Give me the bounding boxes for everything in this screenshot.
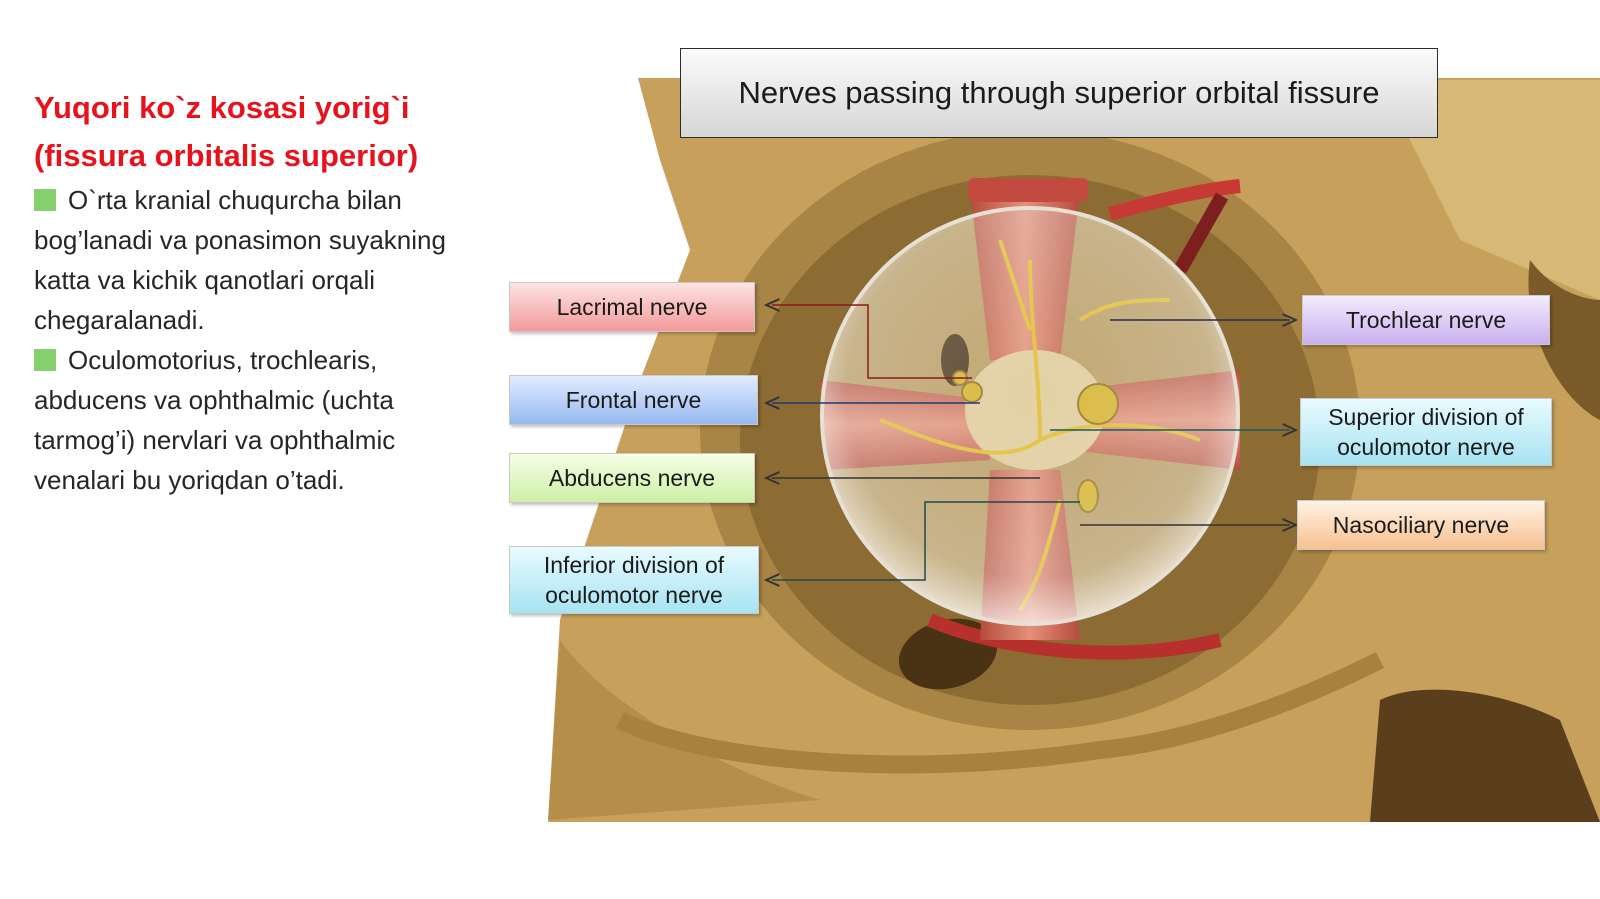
heading-line-2: (fissura orbitalis superior) xyxy=(34,138,419,173)
superior-line-1: Superior division of xyxy=(1328,404,1524,430)
leader-lines xyxy=(772,305,1290,580)
label-lacrimal-nerve: Lacrimal nerve xyxy=(509,282,755,332)
upper-vessel xyxy=(1108,179,1241,221)
text-panel: Yuqori ko`z kosasi yorig`i (fissura orbi… xyxy=(34,84,484,500)
bullet-paragraph-1: O`rta kranial chuqurcha bilan bog’lanadi… xyxy=(34,180,484,340)
label-abducens-nerve: Abducens nerve xyxy=(509,453,755,503)
inferior-line-2: oculomotor nerve xyxy=(545,582,723,608)
lacrimal-leader xyxy=(772,305,972,379)
superior-line-2: oculomotor nerve xyxy=(1337,434,1515,460)
label-frontal-nerve: Frontal nerve xyxy=(509,375,758,425)
lens-overlay xyxy=(820,206,1240,626)
bullet-paragraph-2: Oculomotorius, trochlearis, abducens va … xyxy=(34,340,484,500)
bullet-text-2: Oculomotorius, trochlearis, abducens va … xyxy=(34,345,396,495)
inferior-line-1: Inferior division of xyxy=(543,552,725,578)
label-inferior-division: Inferior division of oculomotor nerve xyxy=(509,546,759,614)
label-superior-division: Superior division of oculomotor nerve xyxy=(1300,398,1552,466)
heading-line-1: Yuqori ko`z kosasi yorig`i xyxy=(34,90,410,125)
upper-vein xyxy=(1173,192,1229,274)
inferior-leader xyxy=(772,501,1080,580)
bullet-text-1: O`rta kranial chuqurcha bilan bog’lanadi… xyxy=(34,185,446,335)
square-bullet-icon xyxy=(34,189,56,211)
square-bullet-icon xyxy=(34,349,56,371)
label-nasociliary-nerve: Nasociliary nerve xyxy=(1297,500,1545,550)
figure-title: Nerves passing through superior orbital … xyxy=(680,48,1438,138)
label-trochlear-nerve: Trochlear nerve xyxy=(1302,295,1550,345)
ophthalmic-artery xyxy=(927,613,1222,660)
